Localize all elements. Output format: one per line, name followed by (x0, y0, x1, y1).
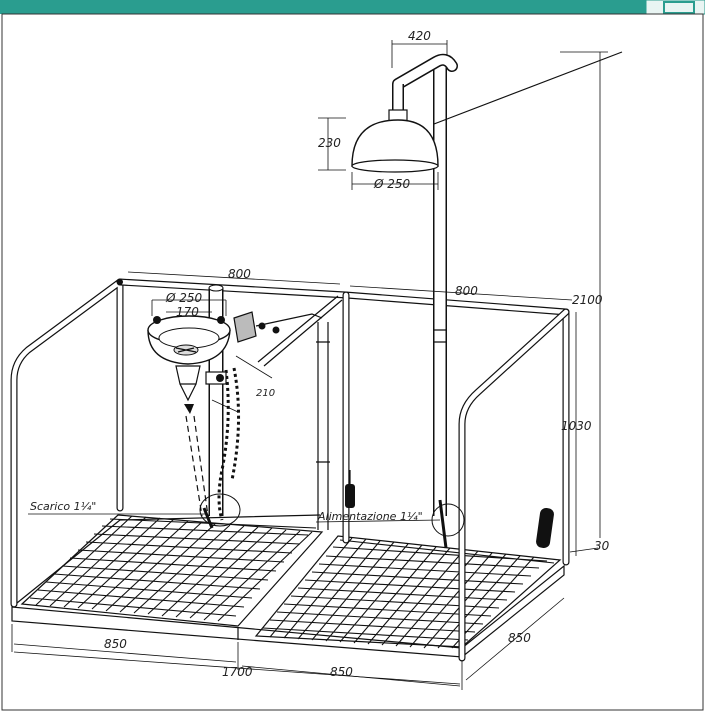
dim-total-width: 1700 (222, 665, 253, 679)
right-weight (536, 507, 554, 549)
dim-frame-right-width: 800 (455, 284, 478, 298)
dim-basin-diameter: Ø 250 (165, 291, 203, 305)
shower-head (351, 119, 439, 167)
dim-basin-inner: 170 (176, 305, 199, 319)
left-grate (20, 514, 324, 627)
dim-total-height: 2100 (572, 293, 603, 307)
dim-depth: 850 (508, 631, 531, 645)
dimension-labels: 420 230 Ø 250 2100 800 800 Ø 250 170 210… (30, 29, 610, 679)
dim-shower-head-diameter: Ø 250 (373, 177, 411, 191)
dim-frame-left-width: 800 (228, 267, 251, 281)
right-grate (254, 535, 562, 649)
drawing-border (1, 13, 704, 711)
header-badge-icon (663, 1, 695, 14)
header-bar (0, 0, 705, 14)
dim-base-height: 30 (594, 539, 610, 553)
dimension-lines (11, 40, 608, 690)
dim-rail-height: 1030 (561, 419, 592, 433)
label-alimentazione: Alimentazione 1¼" (317, 510, 423, 523)
shower-assembly (351, 51, 623, 549)
base-platform (11, 514, 568, 658)
label-scarico: Scarico 1¼" (30, 500, 96, 513)
dim-grate-left-width: 850 (104, 637, 127, 651)
dim-shower-arm: 420 (408, 29, 431, 43)
dim-grate-right-width: 850 (330, 665, 353, 679)
eyewash-assembly (147, 284, 343, 529)
accessories (316, 322, 554, 549)
dim-shower-head-height: 230 (318, 136, 341, 150)
dim-basin-projection: 210 (256, 388, 275, 399)
